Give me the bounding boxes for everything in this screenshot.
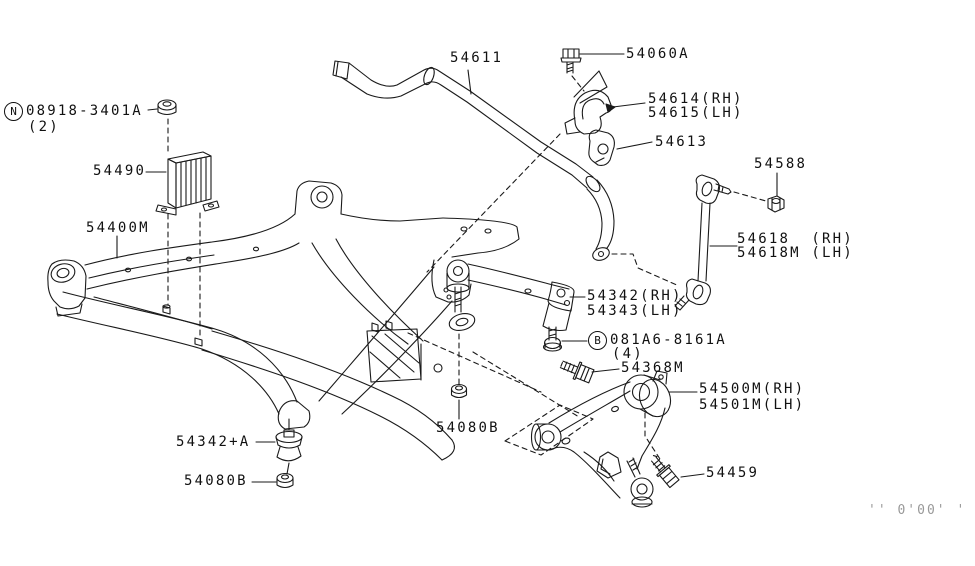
nut-54080B-center-drawing	[450, 383, 468, 399]
dashed-projection-lines	[167, 75, 767, 460]
crossmember-drawing	[47, 180, 520, 461]
bolt-54368M-drawing	[559, 360, 595, 384]
plate-code: '' 0'00' '	[868, 503, 967, 518]
prefix-n-icon: N	[4, 102, 23, 121]
stabilizer-bracket-drawing	[564, 70, 616, 135]
part-label-081A6-8161A: B 081A6-8161A	[588, 331, 727, 350]
part-label-54490: 54490	[93, 163, 147, 179]
part-label-54459: 54459	[706, 465, 760, 481]
part-label-54368M: 54368M	[621, 360, 685, 376]
part-number: 08918-3401A	[26, 103, 143, 119]
part-label-54342-rh: 54342(RH)	[587, 288, 683, 304]
part-label-54501M-lh: 54501M(LH)	[699, 397, 806, 413]
part-label-54342A: 54342+A	[176, 434, 251, 450]
part-number: 081A6-8161A	[610, 332, 727, 348]
bolt-54060A-drawing	[560, 48, 582, 74]
bushing-54342A-drawing	[275, 418, 303, 475]
part-label-54613: 54613	[655, 134, 709, 150]
bolt-081A6-drawing	[542, 326, 563, 352]
leader-lines	[116, 53, 778, 483]
bolt-54459-drawing	[651, 455, 680, 489]
nut-54080B-lower-drawing	[276, 472, 294, 489]
part-qty-08918: (2)	[28, 119, 60, 135]
part-label-54611: 54611	[450, 50, 504, 66]
insulator-54490-drawing	[155, 151, 220, 216]
part-label-54618-rh: 54618 (RH)	[737, 231, 854, 247]
nut-08918-drawing	[157, 99, 177, 116]
prefix-b-icon: B	[588, 331, 607, 350]
lower-arm-drawing	[530, 370, 672, 508]
part-label-54618M-lh: 54618M (LH)	[737, 245, 854, 261]
part-qty-081A6: (4)	[612, 346, 644, 362]
part-label-54400M: 54400M	[86, 220, 150, 236]
part-label-54080B-center: 54080B	[436, 420, 500, 436]
stabilizer-bushing-drawing	[588, 129, 615, 166]
stabilizer-bar-drawing	[332, 60, 615, 261]
part-label-54080B-lower: 54080B	[184, 473, 248, 489]
nut-54588-drawing	[767, 195, 785, 213]
part-label-54615-lh: 54615(LH)	[648, 105, 744, 121]
upper-link-drawing	[467, 263, 575, 332]
part-label-54343-lh: 54343(LH)	[587, 303, 683, 319]
part-label-54060A: 54060A	[626, 46, 690, 62]
part-label-54500M-rh: 54500M(RH)	[699, 381, 806, 397]
part-label-54588: 54588	[754, 156, 808, 172]
part-label-54614-rh: 54614(RH)	[648, 91, 744, 107]
stabilizer-link-drawing	[674, 174, 732, 311]
part-label-08918-3401A: N 08918-3401A	[4, 102, 143, 121]
